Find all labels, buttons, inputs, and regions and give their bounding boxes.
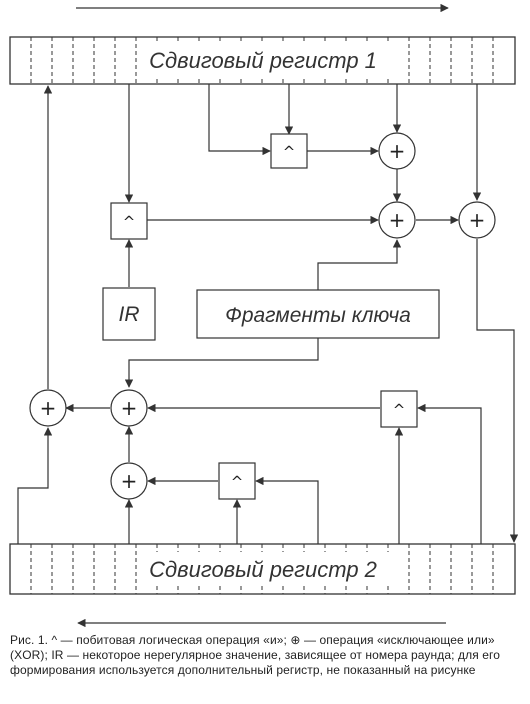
xor-symbol: + xyxy=(469,208,486,232)
figure-caption: Рис. 1. ^ — побитовая логическая операци… xyxy=(10,633,500,677)
xor-gate-3: + xyxy=(458,201,496,239)
and-gate-2: ^ xyxy=(110,202,148,240)
xor-symbol: + xyxy=(40,396,57,420)
xor-gate-1: + xyxy=(378,132,416,170)
ir-label: IR xyxy=(119,303,140,326)
and-symbol: ^ xyxy=(231,473,244,491)
key-fragments-box: Фрагменты ключа xyxy=(196,289,440,339)
xor-symbol: + xyxy=(121,469,138,493)
xor-gate-2: + xyxy=(378,201,416,239)
shift-register-1: Сдвиговый регистр 1 xyxy=(9,36,516,85)
shift-register-2: Сдвиговый регистр 2 xyxy=(9,543,516,595)
xor-symbol: + xyxy=(389,139,406,163)
xor-gate-4: + xyxy=(29,389,67,427)
and-gate-4: ^ xyxy=(218,462,256,500)
and-symbol: ^ xyxy=(283,143,296,161)
connection-lines xyxy=(17,84,519,544)
and-gate-3: ^ xyxy=(380,390,418,428)
xor-gate-5: + xyxy=(110,389,148,427)
shift-register-1-label: Сдвиговый регистр 1 xyxy=(149,48,377,73)
xor-gate-6: + xyxy=(110,462,148,500)
and-symbol: ^ xyxy=(393,401,406,419)
and-symbol: ^ xyxy=(123,213,136,231)
xor-symbol: + xyxy=(389,208,406,232)
ir-box: IR xyxy=(102,287,156,341)
key-fragments-label: Фрагменты ключа xyxy=(225,304,411,327)
xor-symbol: + xyxy=(121,396,138,420)
shift-register-2-label: Сдвиговый регистр 2 xyxy=(149,557,377,582)
and-gate-1: ^ xyxy=(270,133,308,169)
